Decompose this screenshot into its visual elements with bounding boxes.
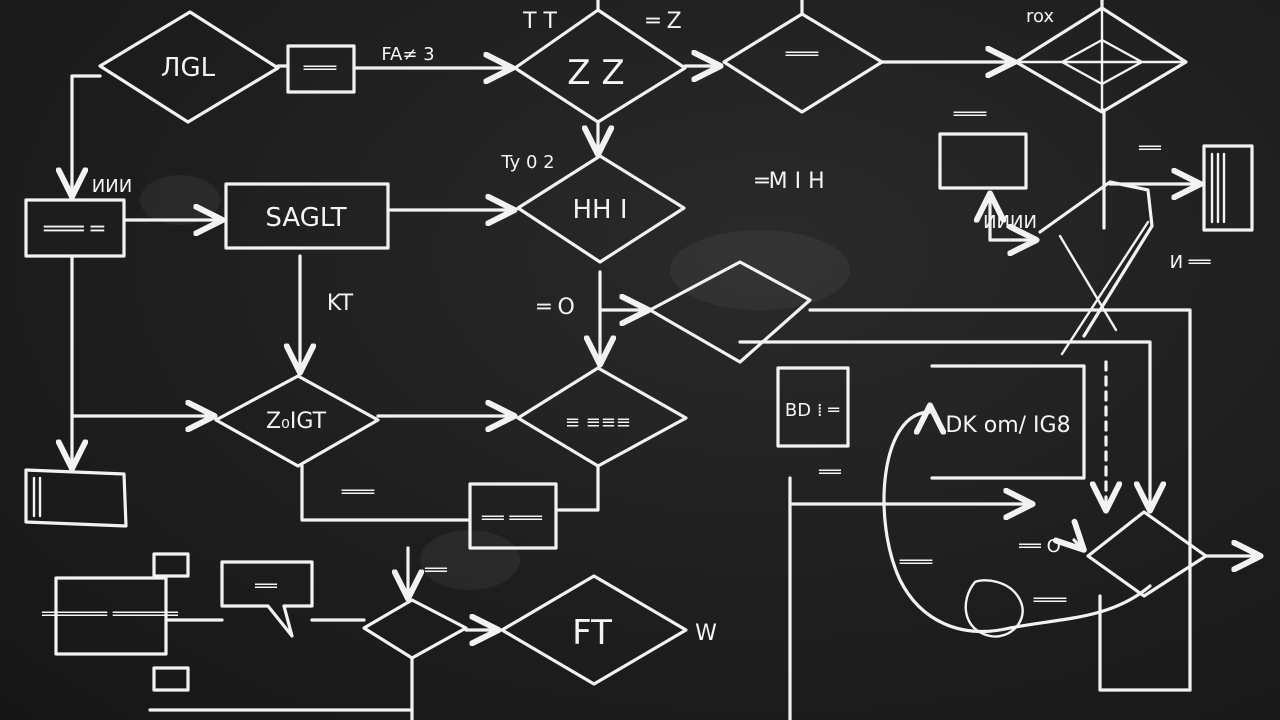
edge-label: KT [327,291,354,316]
edge-label: Ty 0 2 [500,152,554,173]
node-label: BD ⁞ ═ [785,400,840,421]
node-label: FT [572,613,612,653]
decision-node-10 [1086,510,1208,598]
decision-node-3 [722,12,884,114]
decision-node-6 [214,374,380,468]
chalk-smudge [420,530,520,590]
edge-label: ═══ [341,482,376,503]
node-label: SAGLT [265,203,346,233]
funnel-node-1 [1038,180,1154,338]
edge-label: И ══ [1170,252,1212,273]
chalk-smudge [140,175,220,225]
edge-label: ═ Z [645,9,681,34]
connector [72,74,102,194]
node-label: ══════ ══════ [41,604,179,625]
process-node-8-tab-bottom [152,666,190,692]
node-label: Z Z [567,53,624,93]
decision-node-9 [500,574,688,686]
funnel-node-1-cross [1058,220,1150,356]
callout-node-1 [220,560,314,638]
node-label: Z₀IGT [266,409,327,434]
process-node-8-tab-top [152,552,190,578]
edge-label: ИИИИ [983,212,1037,233]
edge-label: ИИИ [92,176,132,197]
edge-label: ══ [424,560,448,581]
edge-label: ══ [1138,138,1162,159]
decision-node-8 [362,598,468,660]
edge-label: ══ O [1018,536,1061,557]
edge-label: rox [1026,6,1054,27]
connector [1098,594,1192,692]
decision-node-5 [516,154,686,264]
connector [738,340,1150,508]
process-node-2 [24,198,126,258]
document-node-1-hatch [32,476,42,518]
connector [554,464,600,512]
decision-node-4-inner [1014,6,1188,114]
process-node-9 [930,364,1086,480]
decision-node-1 [98,10,280,124]
node-label: HH I [572,195,627,225]
connector [300,464,472,522]
process-node-7 [468,482,558,550]
edge-label: ═══ [1033,590,1068,611]
edge-label: ═M I H [754,169,824,194]
process-node-8 [54,576,168,656]
node-label: ══ ═══ [481,508,543,529]
chalk-smudge [670,230,850,310]
loop-node-1-knot [964,579,1024,638]
edge-label: ═══ [953,104,988,125]
edge-label: T T [522,9,557,34]
process-node-3 [224,182,390,250]
process-node-6 [776,366,850,448]
process-node-5-hatch [1210,152,1226,224]
edge-label: W [695,621,717,646]
edge-label: ═══ [899,552,934,573]
document-node-1 [24,468,128,528]
edge-label: FA≠ 3 [381,44,434,65]
node-label: ═══ [303,58,338,79]
connector [1074,540,1082,548]
node-label: DK om/ IG8 [945,413,1070,438]
edge-label: ═ O [536,295,575,320]
node-label: ═══ ═ [43,217,105,242]
node-label: ≡ ≡≡≡ [565,412,631,433]
decision-node-11 [648,260,812,364]
node-label: ═══ [785,44,820,65]
node-label: ЛGL [161,53,216,83]
process-node-5 [1202,144,1254,232]
loop-node-1 [882,410,1152,633]
connector [808,308,1192,692]
node-label: ══ [254,576,278,597]
process-node-4 [938,132,1028,190]
edge-label: ══ [818,462,842,483]
